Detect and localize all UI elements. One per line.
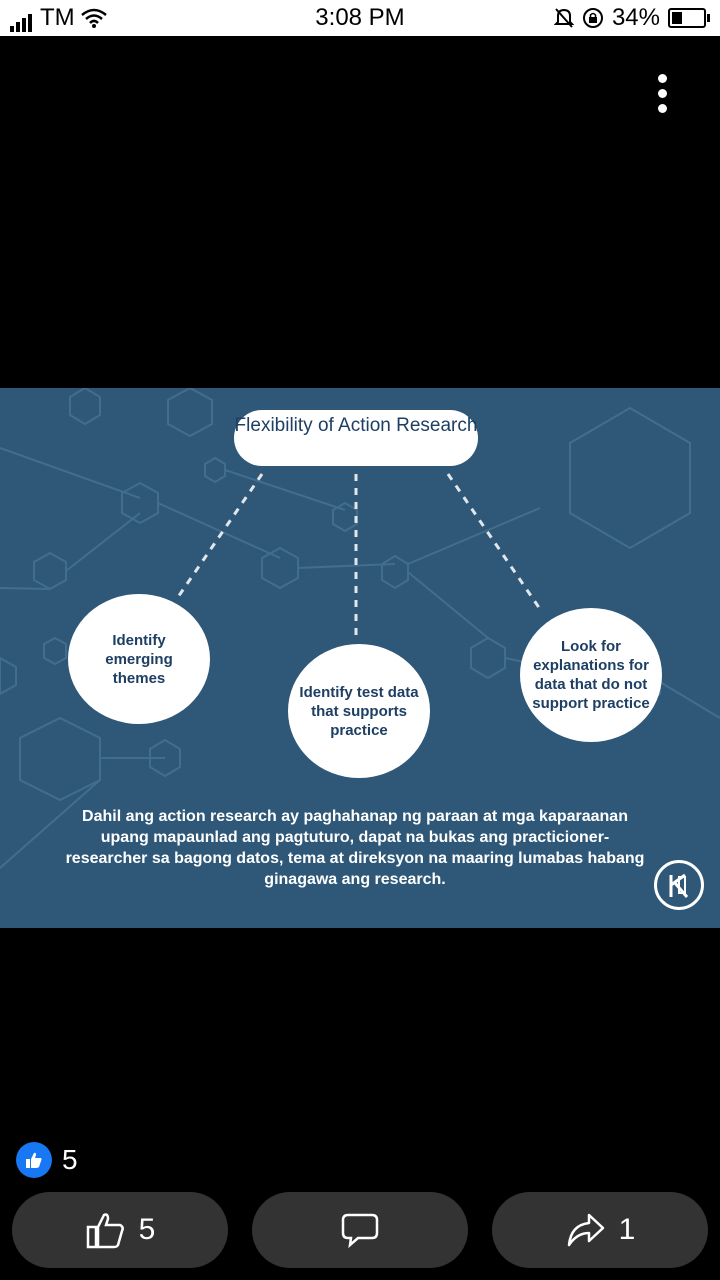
diagram-node-test-data: Identify test data that supports practic… — [288, 644, 430, 778]
thumbs-up-icon — [86, 1213, 124, 1249]
diagram-node-explanations: Look for explanations for data that do n… — [520, 608, 662, 742]
image-caption: Dahil ang action research ay paghahanap … — [65, 808, 645, 888]
reaction-summary[interactable]: 5 — [16, 1142, 78, 1178]
wifi-icon — [80, 8, 107, 28]
battery-label: 34% — [611, 4, 660, 31]
battery-icon — [668, 8, 710, 28]
comment-button[interactable] — [252, 1192, 468, 1268]
post-image[interactable]: Flexibility of Action Research Identify … — [0, 388, 720, 928]
like-count: 5 — [138, 1213, 156, 1246]
mute-icon — [553, 8, 574, 28]
more-options-icon[interactable] — [656, 74, 668, 114]
hexagon-network-background — [0, 388, 720, 869]
carrier-label: TM — [40, 4, 75, 31]
like-button[interactable]: 5 — [12, 1192, 228, 1268]
node-label: Identify emerging themes — [105, 631, 173, 687]
like-reaction-icon — [16, 1142, 52, 1178]
status-left: TM — [10, 4, 107, 32]
status-bar: TM 3:08 PM 34% — [0, 0, 720, 36]
status-right: 34% — [553, 4, 710, 32]
action-bar: 5 1 — [12, 1192, 710, 1268]
comment-icon — [341, 1213, 379, 1249]
node-label: Look for explanations for data that do n… — [532, 638, 650, 712]
node-label: Identify test data that supports practic… — [299, 683, 419, 739]
diagram-title: Flexibility of Action Research — [234, 410, 478, 466]
publisher-logo — [654, 860, 704, 910]
share-count: 1 — [618, 1213, 636, 1246]
diagram-node-emerging-themes: Identify emerging themes — [68, 594, 210, 724]
rotation-lock-icon — [582, 8, 603, 28]
reaction-count: 5 — [62, 1144, 78, 1175]
share-icon — [567, 1213, 604, 1247]
share-button[interactable]: 1 — [492, 1192, 708, 1268]
signal-icon — [10, 4, 34, 32]
clock: 3:08 PM — [315, 4, 405, 31]
